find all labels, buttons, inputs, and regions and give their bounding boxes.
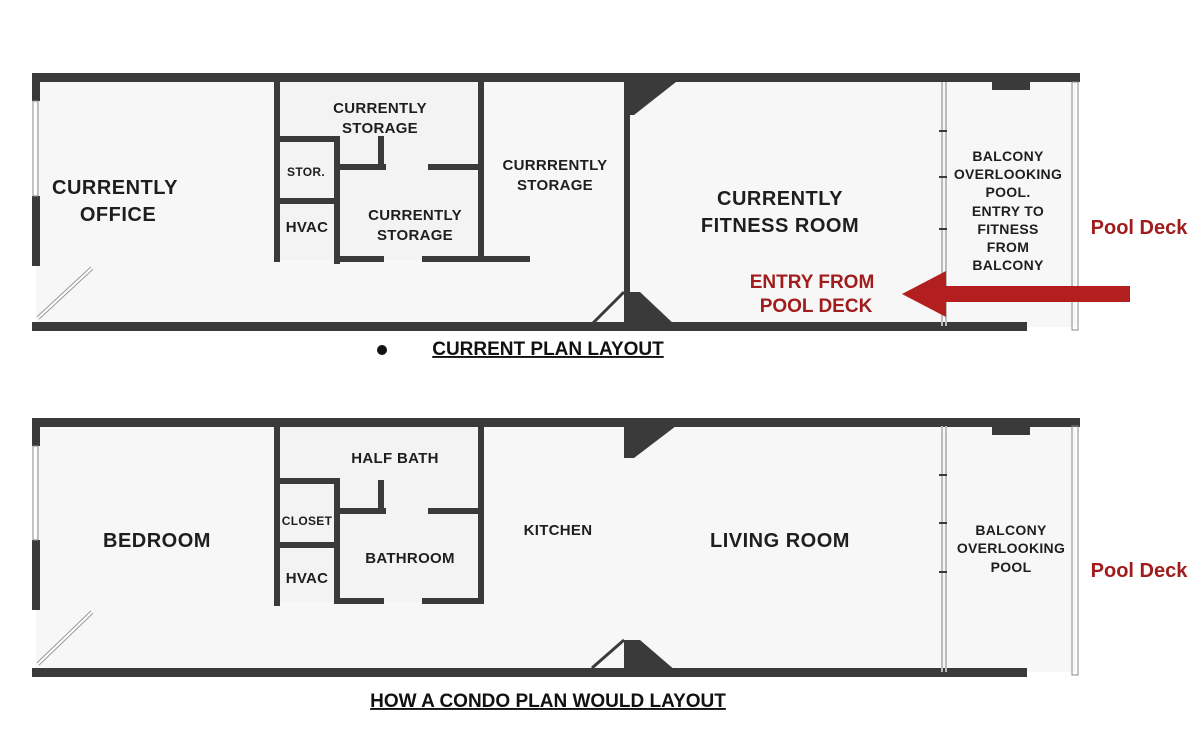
wall-closet-bottom [278,542,336,548]
door-left [36,266,94,320]
svg-text:FROM: FROM [987,239,1029,255]
label-storage-mid-1: CURRENTLY [368,207,462,224]
label-storage-right-2: STORAGE [517,177,593,194]
outer-wall-left [32,73,40,101]
label-hvac-condo: HVAC [286,570,329,587]
current-plan: CURRENTLY OFFICE CURRENTLY STORAGE STOR.… [32,73,1188,360]
wall-bathroom-top-a [334,508,386,514]
bullet-icon [377,345,387,355]
wall-closet-top [278,478,340,484]
wall-hvac-east [334,478,340,602]
label-fitness-1: CURRENTLY [717,188,843,210]
wall-halfbath-stub [378,480,384,508]
outer-wall-left-lower [32,196,40,266]
wall-office-east [274,82,280,262]
label-storage-right-1: CURRRENTLY [503,157,608,174]
label-storage-mid-2: STORAGE [377,227,453,244]
door-fitness [590,290,626,326]
column-bottom [624,292,676,326]
wall-storage-stub [378,136,384,164]
outer-wall-left [32,418,40,446]
label-fitness-2: FITNESS ROOM [701,215,859,237]
label-office-1: CURRENTLY [52,177,178,199]
column-bottom [624,640,676,671]
wall-bathroom-bottom-a [334,598,384,604]
door-living [591,638,625,670]
entry-label-1: ENTRY FROM [750,272,875,293]
wall-hvac-east [334,136,340,264]
balcony-fixture [992,80,1030,90]
wall-bathroom-bottom-b [422,598,484,604]
floor-area [36,424,1076,672]
svg-text:ENTRY TO: ENTRY TO [972,203,1044,219]
label-storage-top-2: STORAGE [342,120,418,137]
wall-storage-bottom-b [422,256,530,262]
wall-stor-top [278,136,340,142]
door-left [36,610,94,666]
label-office-2: OFFICE [80,204,156,226]
wall-bedroom-east [274,426,280,606]
floor-area [36,80,1076,327]
label-storage-top-1: CURRENTLY [333,100,427,117]
svg-text:POOL.: POOL. [985,184,1030,200]
entry-label-2: POOL DECK [760,296,873,317]
storage-block-floor [278,82,478,260]
outer-wall-top [32,418,1080,427]
wall-stor-bottom [278,198,336,204]
column-top [624,82,676,115]
balcony-fixture [992,425,1030,435]
balcony-note: BALCONY OVERLOOKING POOL. ENTRY TO FITNE… [954,148,1062,273]
label-living-room: LIVING ROOM [710,530,850,552]
wall-fitness-west [624,82,630,327]
balcony-glass [1071,81,1079,331]
outer-wall-top [32,73,1080,82]
svg-text:POOL: POOL [991,559,1032,575]
wall-bathroom-top-b [428,508,482,514]
condo-plan: BEDROOM HALF BATH CLOSET HVAC BATHROOM K… [32,418,1188,712]
label-bedroom: BEDROOM [103,530,211,552]
entry-arrow-icon [902,271,1130,317]
label-closet: CLOSET [282,514,333,528]
label-stor: STOR. [287,165,325,179]
wall-storage-mid-top-a [334,164,386,170]
svg-text:BALCONY: BALCONY [975,522,1047,538]
pool-deck-label-current: Pool Deck [1091,217,1189,239]
column-top [624,426,676,458]
balcony-note: BALCONY OVERLOOKING POOL [957,522,1065,575]
wall-storage-east [478,82,484,260]
label-hvac-current: HVAC [286,219,329,236]
svg-text:OVERLOOKING: OVERLOOKING [954,166,1062,182]
window-left [32,100,39,197]
label-bathroom: BATHROOM [365,550,455,567]
wall-storage-mid-top-b [428,164,482,170]
svg-text:OVERLOOKING: OVERLOOKING [957,540,1065,556]
window-left [32,445,39,541]
pool-deck-label-condo: Pool Deck [1091,560,1189,582]
wall-bath-east [478,426,484,604]
label-half-bath: HALF BATH [351,450,438,467]
svg-text:BALCONY: BALCONY [972,257,1044,273]
caption-condo-plan: HOW A CONDO PLAN WOULD LAYOUT [370,691,726,712]
svg-text:FITNESS: FITNESS [977,221,1038,237]
outer-wall-bottom [32,668,1027,677]
balcony-glass [1071,425,1079,676]
label-kitchen: KITCHEN [524,522,593,539]
wall-storage-bottom-a [334,256,384,262]
caption-current-plan: CURRENT PLAN LAYOUT [432,339,664,360]
outer-wall-left-lower [32,540,40,610]
outer-wall-bottom [32,322,1027,331]
svg-text:BALCONY: BALCONY [972,148,1044,164]
